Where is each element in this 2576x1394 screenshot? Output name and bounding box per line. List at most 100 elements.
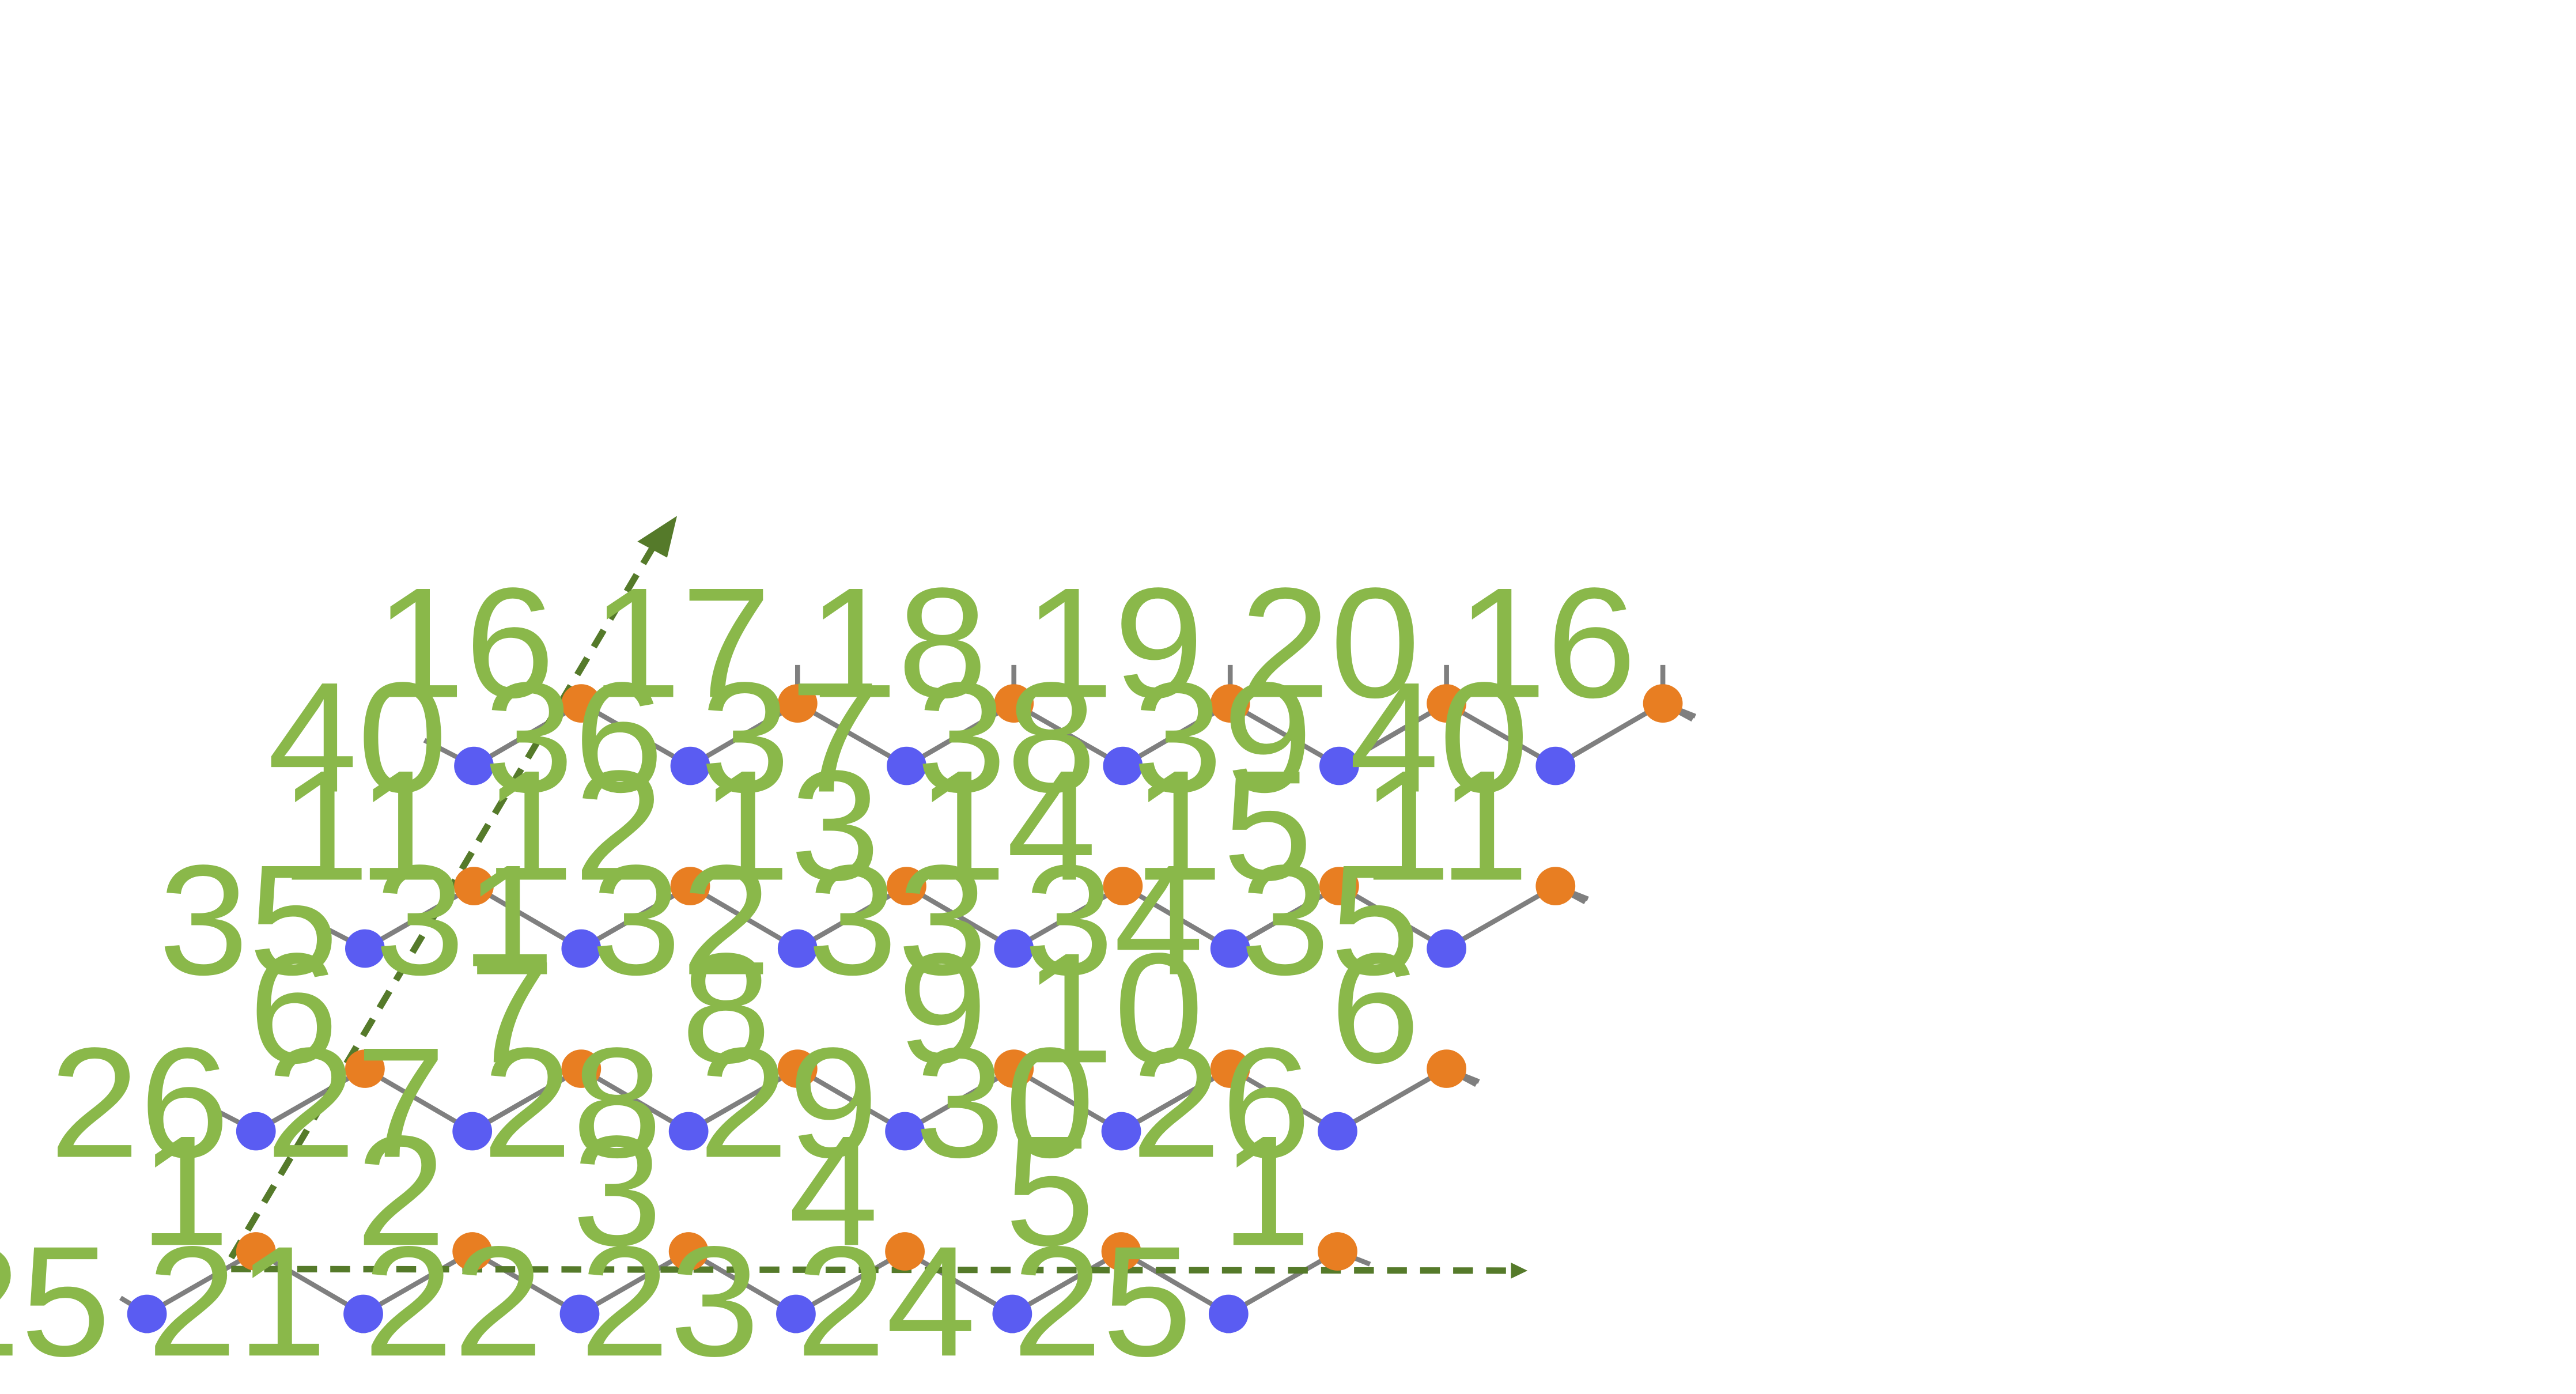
atom-label: 37 [700, 649, 880, 825]
atom-label: 38 [917, 649, 1096, 825]
atom-label: 25 [1012, 1214, 1192, 1389]
bond [362, 1249, 474, 1316]
orange-atom [887, 867, 926, 905]
orange-atom [345, 1049, 385, 1088]
bond [1229, 701, 1341, 768]
bond [796, 1066, 906, 1134]
blue-atom [1103, 746, 1143, 785]
bond [796, 884, 908, 951]
atom-label: 26 [1131, 1015, 1311, 1190]
blue-atom [559, 1294, 600, 1333]
blue-atom [887, 746, 926, 785]
blue-atom [1208, 1294, 1249, 1333]
orange-atom [1210, 684, 1250, 723]
bond [905, 701, 1015, 768]
blue-atom [1319, 746, 1359, 785]
blue-atom [992, 1294, 1032, 1333]
atom-label: 8 [681, 920, 771, 1095]
atom-label: 5 [1005, 1103, 1095, 1278]
bond [1445, 884, 1557, 951]
atom-label: 11 [279, 738, 448, 913]
bond [1338, 884, 1448, 951]
atom-label: 34 [1024, 832, 1204, 1007]
atom-label: 18 [807, 555, 987, 730]
bond [1012, 884, 1125, 951]
orange-atom [885, 1232, 925, 1271]
atom-label: 21 [147, 1214, 327, 1389]
orange-atom [777, 1049, 818, 1088]
bond [1445, 701, 1557, 768]
orange-atom [777, 684, 818, 723]
blue-atom [1101, 1112, 1141, 1151]
atom-label: 36 [484, 649, 664, 825]
atom-label: 33 [807, 832, 987, 1007]
orange-atom [1643, 684, 1683, 723]
bond [1011, 1249, 1123, 1316]
blue-atom [343, 1294, 383, 1333]
atom-label: 16 [375, 555, 555, 730]
atom-label: 35 [1240, 832, 1420, 1007]
atom-label: 9 [898, 920, 988, 1095]
orange-atom [452, 1232, 493, 1271]
orange-atom [561, 1049, 602, 1088]
orange-atom [1427, 684, 1467, 723]
orange-atom [1427, 1049, 1467, 1088]
bond [471, 1249, 581, 1316]
orange-atom [1319, 867, 1359, 905]
orange-atom [1103, 867, 1143, 905]
bond [796, 701, 908, 768]
blue-atom [1318, 1112, 1357, 1151]
orange-atom [994, 684, 1034, 723]
bond [364, 1066, 474, 1134]
atom-label: 3 [572, 1103, 662, 1278]
bond [364, 884, 475, 951]
bond [1012, 701, 1125, 768]
atom-label: 2 [356, 1103, 446, 1278]
atom-label: 26 [50, 1015, 229, 1190]
orange-atom [994, 1049, 1034, 1088]
lattice-vector-a2 [228, 538, 660, 1260]
orange-atom [670, 867, 710, 905]
orange-atom [561, 684, 602, 723]
atom-label: 28 [482, 1015, 662, 1190]
atom-label: 13 [700, 738, 880, 913]
bond [689, 884, 799, 951]
blue-atom [994, 929, 1034, 968]
blue-atom [1535, 746, 1576, 785]
bond [687, 1066, 799, 1134]
blue-atom [345, 929, 385, 968]
orange-atom [454, 867, 494, 905]
bond [578, 1249, 690, 1316]
atom-label: 32 [591, 832, 771, 1007]
atom-label: 6 [1330, 920, 1420, 1095]
atom-label: 39 [1133, 649, 1312, 825]
atom-label: 19 [1024, 555, 1204, 730]
blue-atom [236, 1112, 276, 1151]
bond [472, 701, 583, 768]
bond [1119, 1066, 1232, 1134]
atom-label: 29 [698, 1015, 878, 1190]
bond [1228, 1066, 1339, 1134]
label-layer: 2521222324251234512627282930266789106353… [0, 555, 1636, 1389]
atom-label: 40 [1349, 649, 1529, 825]
atom-label: 7 [465, 920, 555, 1095]
blue-atom [454, 746, 494, 785]
bond [1119, 1249, 1230, 1316]
bond [903, 1249, 1014, 1316]
bond [1336, 1066, 1448, 1134]
atom-label: 17 [591, 555, 771, 730]
bond [1121, 701, 1232, 768]
orange-atom [1101, 1232, 1141, 1271]
atom-label: 15 [1133, 738, 1312, 913]
bond [1012, 1066, 1123, 1134]
bond [255, 1249, 365, 1316]
atom-label: 6 [248, 920, 338, 1095]
blue-atom [561, 929, 602, 968]
bond [795, 1249, 906, 1316]
atom-label: 12 [484, 738, 664, 913]
bond [687, 1249, 797, 1316]
blue-atom [668, 1112, 709, 1151]
bond [1554, 701, 1665, 768]
bond [580, 884, 692, 951]
